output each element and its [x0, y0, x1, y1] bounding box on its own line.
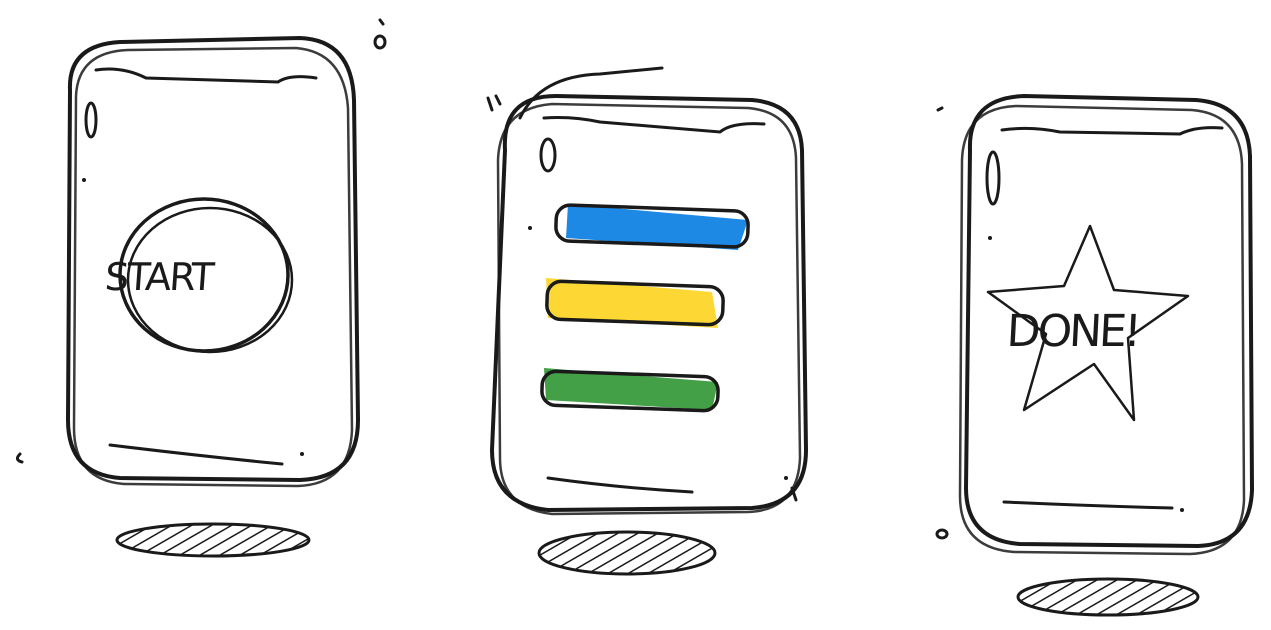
- sketch-mark: [375, 36, 385, 48]
- sketch-mark: [784, 476, 788, 480]
- sketch-mark: [1180, 508, 1184, 512]
- phone-shadow: [1018, 579, 1198, 615]
- done-message: DONE!: [1005, 306, 1140, 357]
- option-bar-blue[interactable]: [555, 204, 748, 250]
- phone-notch: [96, 69, 316, 82]
- option-bar-yellow[interactable]: [546, 278, 724, 328]
- sketch-mark: [988, 236, 992, 240]
- sketch-mark: [82, 178, 86, 182]
- phone-done-screen: DONE!: [937, 96, 1252, 615]
- sketch-mark: [17, 454, 22, 462]
- sketch-mark: [380, 20, 383, 24]
- start-button[interactable]: START: [104, 199, 292, 352]
- sketch-mark: [300, 452, 304, 456]
- sketch-mark: [528, 226, 532, 230]
- phone-options-screen: [488, 68, 806, 574]
- phone-notch: [544, 118, 764, 133]
- phone-home-bar: [110, 445, 282, 464]
- phone-side-button: [86, 103, 96, 137]
- sketch-mark: [937, 530, 947, 538]
- phone-side-button: [987, 152, 999, 204]
- phone-side-button: [541, 139, 555, 171]
- phone-start-screen: START: [17, 20, 385, 556]
- phone-home-bar: [548, 478, 692, 492]
- phone-home-bar: [1004, 502, 1172, 508]
- start-button-label: START: [104, 255, 217, 299]
- phone-body-outline: [520, 68, 662, 118]
- phone-shadow: [117, 524, 309, 556]
- option-bar-green[interactable]: [541, 368, 718, 411]
- sketch-mark: [488, 96, 500, 110]
- phone-notch: [1002, 128, 1222, 134]
- sketch-mark: [938, 108, 942, 110]
- phone-shadow: [539, 532, 715, 574]
